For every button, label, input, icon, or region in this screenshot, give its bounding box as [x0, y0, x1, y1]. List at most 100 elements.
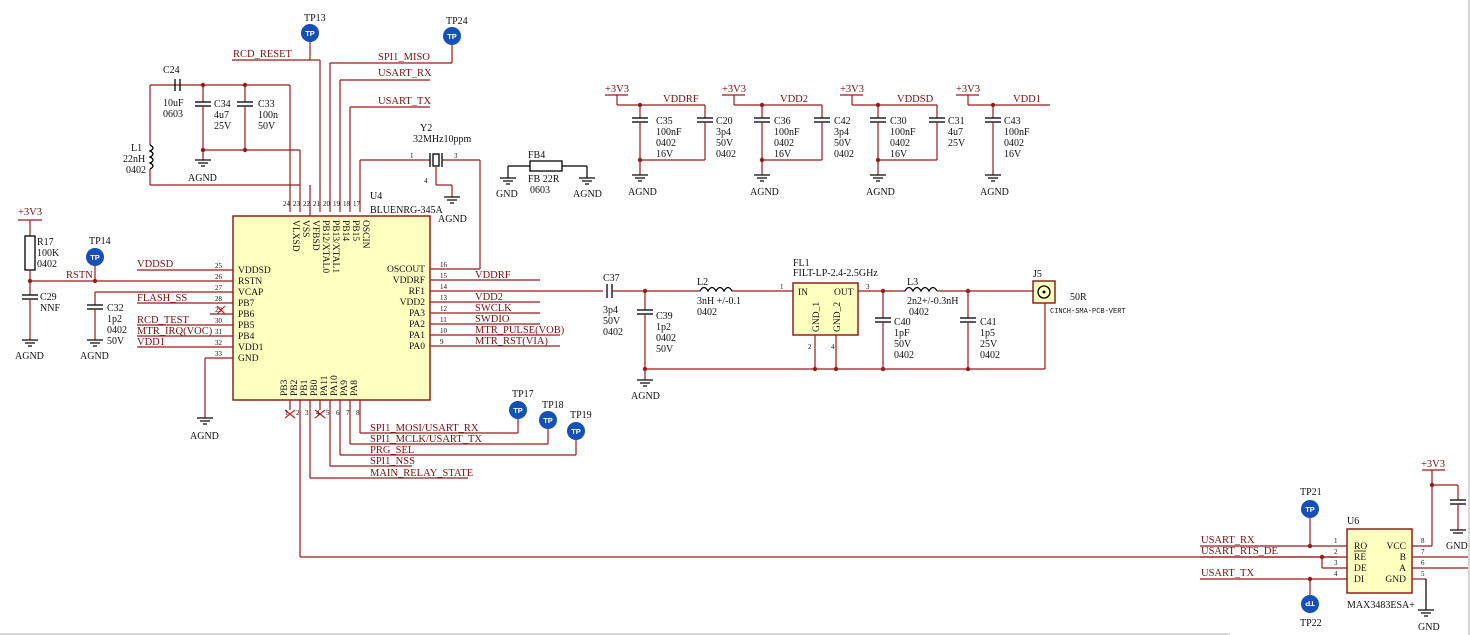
- u4-pin-vdd2: VDD2: [400, 298, 426, 308]
- c29-agnd: AGND: [15, 351, 44, 362]
- net-vddsd-u4: VDDSD: [137, 259, 174, 270]
- tp24: TP TP24: [443, 16, 468, 45]
- u4-pin-pb2: PB2: [290, 379, 300, 396]
- fb4-package: 0603: [530, 185, 550, 196]
- u4-pin-pb7: PB7: [238, 299, 255, 309]
- c29-ref: C29: [40, 292, 57, 303]
- net-rcd-reset: RCD_RESET: [233, 49, 293, 60]
- net-rstn: RSTN: [66, 270, 93, 281]
- tp21: TP TP21: [1300, 487, 1322, 518]
- u4-pin-vdd1: VDD1: [238, 343, 264, 353]
- net-rcd-test: RCD_TEST: [137, 315, 190, 326]
- c42-package: 0402: [834, 149, 854, 160]
- u4-bottom-pins: 1 2 3 4 5 6 7 8 PB3 PB2 PB1 PB0 PA11 PA1…: [280, 375, 361, 557]
- vdd1-net: VDD1: [1013, 94, 1041, 105]
- u4-pin-rstn: RSTN: [238, 277, 262, 287]
- u6-pin-di: DI: [1354, 575, 1364, 585]
- u4-right-pins: 16 15 14 13 12 11 10 9 OSCOUT VDDRF RF1 …: [387, 261, 603, 352]
- y2-agnd: AGND: [438, 214, 467, 225]
- u6-pin5-num: 5: [1421, 570, 1425, 578]
- u4-pin-9: 9: [440, 338, 444, 346]
- u6-pin-ro: RO: [1354, 542, 1367, 552]
- u4-pin-pb0: PB0: [310, 379, 320, 396]
- fl1-pin1: 1: [780, 283, 784, 291]
- c36-voltage: 16V: [774, 149, 792, 160]
- vdd2-v33: +3V3: [722, 84, 746, 95]
- c32-agnd: AGND: [80, 351, 109, 362]
- u4-pin-pa2: PA2: [409, 320, 425, 330]
- u6-gnd: GND: [1418, 622, 1440, 633]
- u4-pin-32: 32: [215, 339, 223, 347]
- u4-bluenrg: U4 BLUENRG-345A 25 26 27 28 29 30 31 32 …: [205, 185, 603, 557]
- u4-pin-pb1: PB1: [300, 379, 310, 396]
- tp19-glyph: TP: [571, 427, 581, 436]
- fl1-out: OUT: [834, 288, 854, 298]
- u4-pin-26: 26: [215, 273, 223, 281]
- u4-pin-20: 20: [323, 200, 331, 208]
- u4-pin-22: 22: [303, 200, 311, 208]
- decoupling-top-left: AGND C24 10uF 0603 C34 4u7 25V C33 100n …: [123, 65, 301, 212]
- y2-pin3: 3: [454, 152, 458, 160]
- y2-pin4: 4: [424, 177, 428, 185]
- c33-value: 100n: [258, 110, 278, 121]
- c42-value: 3p4: [834, 127, 849, 138]
- net-vddrf: VDDRF: [475, 270, 511, 281]
- u4-pin-11: 11: [440, 316, 447, 324]
- u4-pin-pb4: PB4: [238, 332, 255, 342]
- net-mtr-irq: MTR_IRQ(VOC): [137, 326, 213, 337]
- u4-pin-rf1: RF1: [409, 287, 426, 297]
- c20-package: 0402: [716, 149, 736, 160]
- c30-package: 0402: [890, 138, 910, 149]
- net-vdd1-u4: VDD1: [137, 337, 165, 348]
- net-vdd2: VDD2: [475, 292, 503, 303]
- u4-pin-31: 31: [215, 328, 223, 336]
- tp18-ref: TP18: [542, 400, 564, 411]
- c41-voltage: 25V: [980, 339, 998, 350]
- u4-pin-5: 5: [326, 409, 330, 417]
- u6-net-usart-rx: USART_RX: [1201, 535, 1255, 546]
- agnd-label: AGND: [188, 173, 217, 184]
- c35-voltage: 16V: [656, 149, 674, 160]
- vdd1-v33: +3V3: [956, 84, 980, 95]
- u4-pin-pa11: PA11: [320, 375, 330, 396]
- c39-ref: C39: [656, 311, 673, 322]
- tp14-ref: TP14: [89, 236, 111, 247]
- c24-package: 0603: [163, 109, 183, 120]
- l2-ref: L2: [697, 277, 708, 288]
- u4-pin-14: 14: [440, 283, 448, 291]
- fl1-gnd2: GND_2: [833, 302, 843, 332]
- u4-pin-7: 7: [346, 409, 350, 417]
- c31-value: 4u7: [948, 127, 963, 138]
- r17-ref: R17: [37, 237, 54, 248]
- tp19-ref: TP19: [570, 410, 592, 421]
- crystal-y2: AGND Y2 32MHz10ppm 1 3 4: [410, 123, 481, 269]
- tp17: TP TP17: [509, 389, 534, 419]
- u6-v33: +3V3: [1421, 459, 1445, 470]
- y2-ref: Y2: [420, 123, 432, 134]
- c40-package: 0402: [894, 350, 914, 361]
- net-spi1-mclk: SPI1_MCLK/USART_TX: [370, 434, 482, 445]
- u4-pin-vcap: VCAP: [238, 288, 263, 298]
- u6-value: MAX3483ESA+: [1347, 600, 1415, 611]
- fb4-ref: FB4: [528, 150, 545, 161]
- tp21-glyph: TP: [1305, 505, 1315, 514]
- c33-voltage: 50V: [258, 121, 276, 132]
- u4-pin-19: 19: [333, 200, 341, 208]
- c20-ref: C20: [716, 116, 733, 127]
- u4-pin-23: 23: [293, 200, 301, 208]
- u4-pin-pa10: PA10: [330, 375, 340, 396]
- fb4-gnd-left: GND: [496, 189, 518, 200]
- u4-pin-1: 1: [285, 409, 289, 417]
- c39-agnd: AGND: [631, 391, 660, 402]
- fb4-agnd-right: AGND: [573, 189, 602, 200]
- c32-ref: C32: [107, 303, 124, 314]
- u4-pin-18: 18: [343, 200, 351, 208]
- net-spi1-miso: SPI1_MISO: [378, 52, 430, 63]
- tp19: TP TP19: [567, 410, 592, 440]
- fl1-gnd1: GND_1: [812, 302, 822, 332]
- u4-pin-oscout: OSCOUT: [387, 265, 425, 275]
- left-side-parts: +3V3 RSTN AGND R17 100K 0402 C29 NNF VDD…: [15, 207, 219, 442]
- u4-pin-pb13: PB13/XTAL1: [330, 220, 340, 273]
- u4-pin-16: 16: [440, 261, 448, 269]
- vdd1-agnd: AGND: [980, 187, 1009, 198]
